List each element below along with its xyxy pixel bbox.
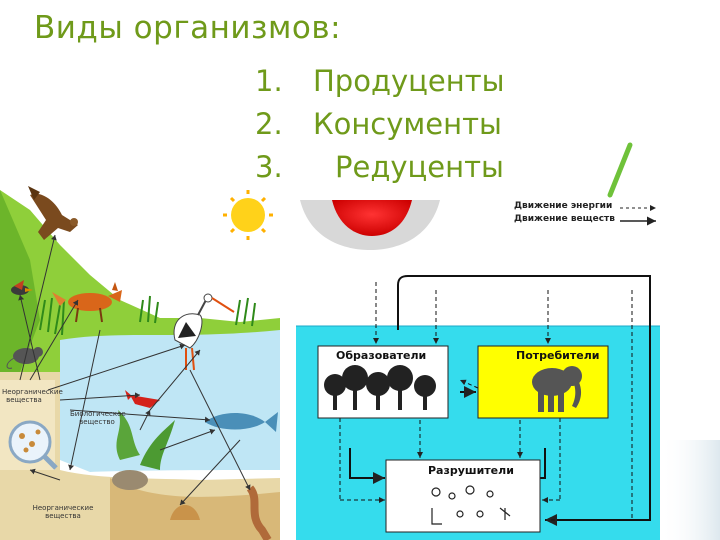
organic-label: Биологическое вещество xyxy=(70,410,124,426)
inorganic-top-label: Неорганические вещества xyxy=(2,388,46,404)
consumers-label: Потребители xyxy=(516,349,599,362)
cycle-diagram xyxy=(296,145,720,540)
rock-icon xyxy=(112,470,148,490)
inorganic-bottom-label: Неорганические вещества xyxy=(28,504,98,520)
legend-matter-label: Движение веществ xyxy=(514,214,615,224)
ecosystem-illustration xyxy=(0,186,280,540)
producers-label: Образователи xyxy=(336,349,426,362)
sun-disc xyxy=(300,200,440,250)
legend-energy-label: Движение энергии xyxy=(514,201,612,211)
pen-stroke xyxy=(610,145,630,195)
decomposers-label: Разрушители xyxy=(428,464,514,477)
